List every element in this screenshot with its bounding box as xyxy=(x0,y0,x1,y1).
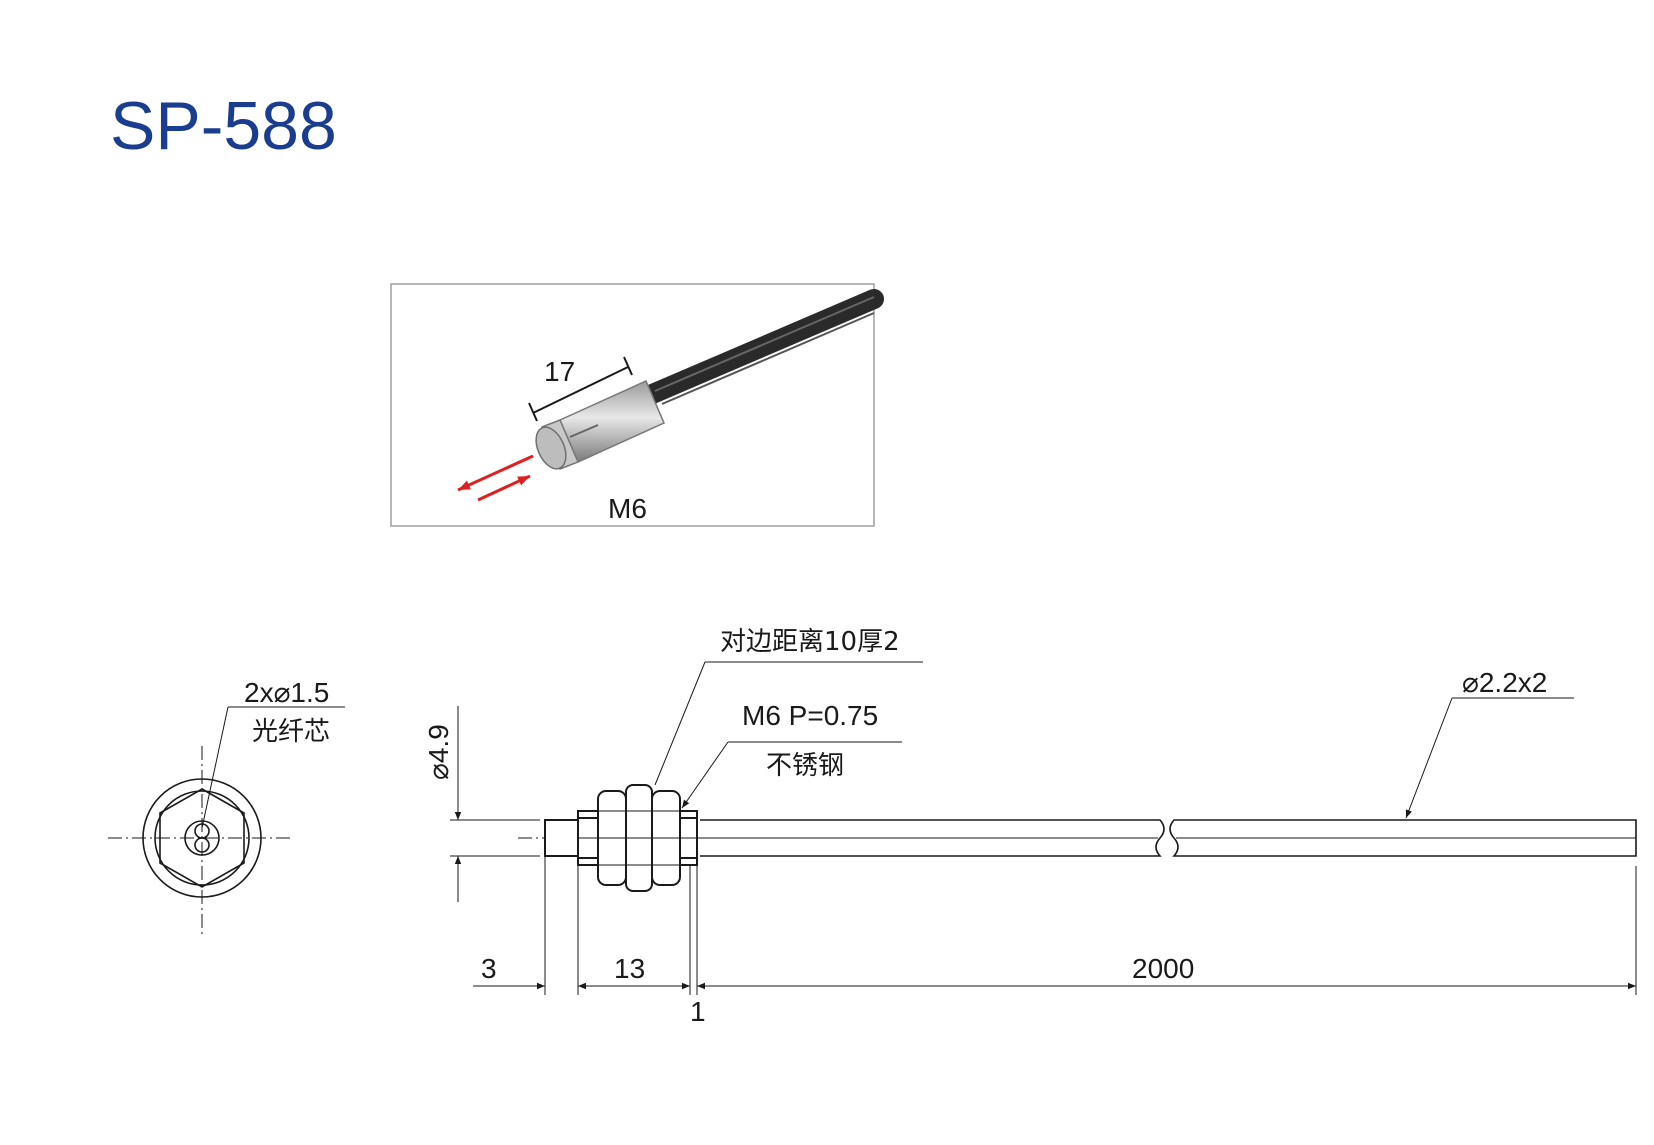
sleeve-photo xyxy=(535,380,665,470)
length-dim-line xyxy=(532,366,629,414)
dim-thread: 13 xyxy=(614,953,645,984)
length-label: 17 xyxy=(544,356,575,387)
outer-circle xyxy=(142,778,262,898)
hex-nut-front xyxy=(159,788,245,888)
cable-segment-left xyxy=(700,819,1165,857)
diameter-label: ⌀4.9 xyxy=(423,724,454,780)
fiber-core-bottom xyxy=(194,837,210,853)
dim-tip: 3 xyxy=(481,953,497,984)
side-view: ⌀4.9 对边距离10厚2 M6 P=0.75 不锈钢 ⌀2.2x2 3 13 … xyxy=(423,627,1637,1027)
cable-label: ⌀2.2x2 xyxy=(1462,667,1547,698)
material-label: 不锈钢 xyxy=(766,751,844,781)
product-photo: 17 M6 xyxy=(390,283,884,527)
core-label: 2x⌀1.5 xyxy=(244,677,329,708)
direction-arrow-out xyxy=(457,454,534,492)
nut-label: 对边距离10厚2 xyxy=(720,627,900,657)
front-view: 2x⌀1.5 光纤芯 xyxy=(108,677,345,934)
direction-arrow-in xyxy=(477,474,531,502)
page-title: SP-588 xyxy=(110,88,337,164)
core-desc: 光纤芯 xyxy=(252,717,330,747)
cable-segment-right xyxy=(1169,819,1637,857)
thread-label: M6 xyxy=(608,493,647,524)
dim-gap: 1 xyxy=(690,996,706,1027)
probe-tip xyxy=(544,819,579,857)
thread-spec: M6 P=0.75 xyxy=(742,700,878,731)
ferrule-circle xyxy=(184,820,220,856)
cable-photo xyxy=(640,289,884,405)
dim-cable: 2000 xyxy=(1132,953,1194,984)
